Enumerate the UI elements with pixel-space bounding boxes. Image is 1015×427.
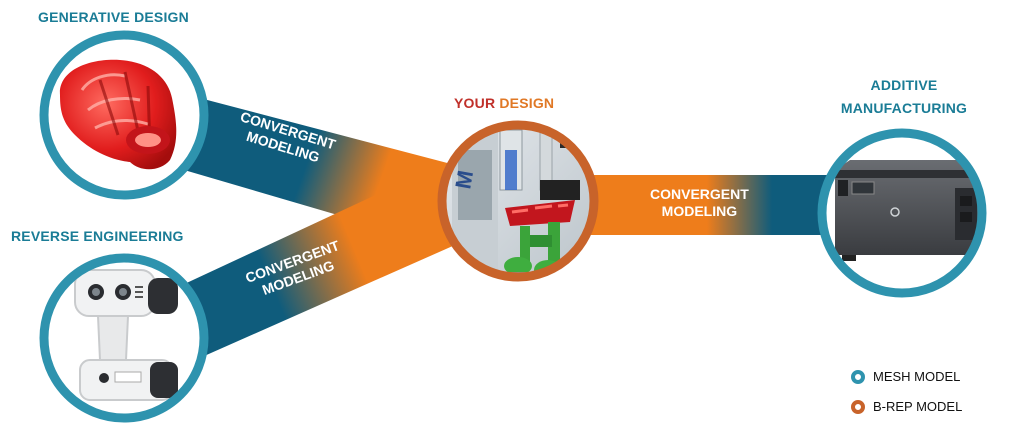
band-right-line1: CONVERGENT — [650, 186, 749, 202]
3d-scanner-icon — [74, 269, 178, 401]
brep-ring-icon — [851, 399, 865, 414]
design-word: DESIGN — [499, 95, 555, 111]
mesh-ring-icon — [851, 369, 865, 384]
your-design-label: YOUR DESIGN — [454, 95, 554, 111]
hp-3d-printer-icon — [835, 160, 982, 261]
additive-manufacturing-label: ADDITIVE MANUFACTURING — [819, 74, 989, 120]
additive-line1: ADDITIVE — [870, 77, 938, 93]
legend-brep: B-REP MODEL — [851, 399, 962, 414]
generative-design-node — [39, 30, 209, 200]
band-right — [575, 175, 840, 235]
generative-design-label: GENERATIVE DESIGN — [38, 9, 189, 25]
legend-brep-label: B-REP MODEL — [873, 399, 963, 414]
your-design-node: M — [437, 120, 599, 282]
svg-text:M: M — [450, 168, 478, 190]
band-right-text: CONVERGENT MODELING — [650, 186, 749, 220]
additive-line2: MANUFACTURING — [840, 100, 968, 116]
additive-manufacturing-node — [817, 128, 987, 298]
your-word: YOUR — [454, 95, 496, 111]
reverse-engineering-node — [39, 253, 209, 423]
band-right-line2: MODELING — [661, 203, 738, 219]
legend-mesh: MESH MODEL — [851, 369, 960, 384]
band-bottom — [150, 165, 455, 380]
legend-mesh-label: MESH MODEL — [873, 369, 961, 384]
reverse-engineering-label: REVERSE ENGINEERING — [11, 228, 184, 244]
red-generative-part-icon — [59, 59, 177, 170]
